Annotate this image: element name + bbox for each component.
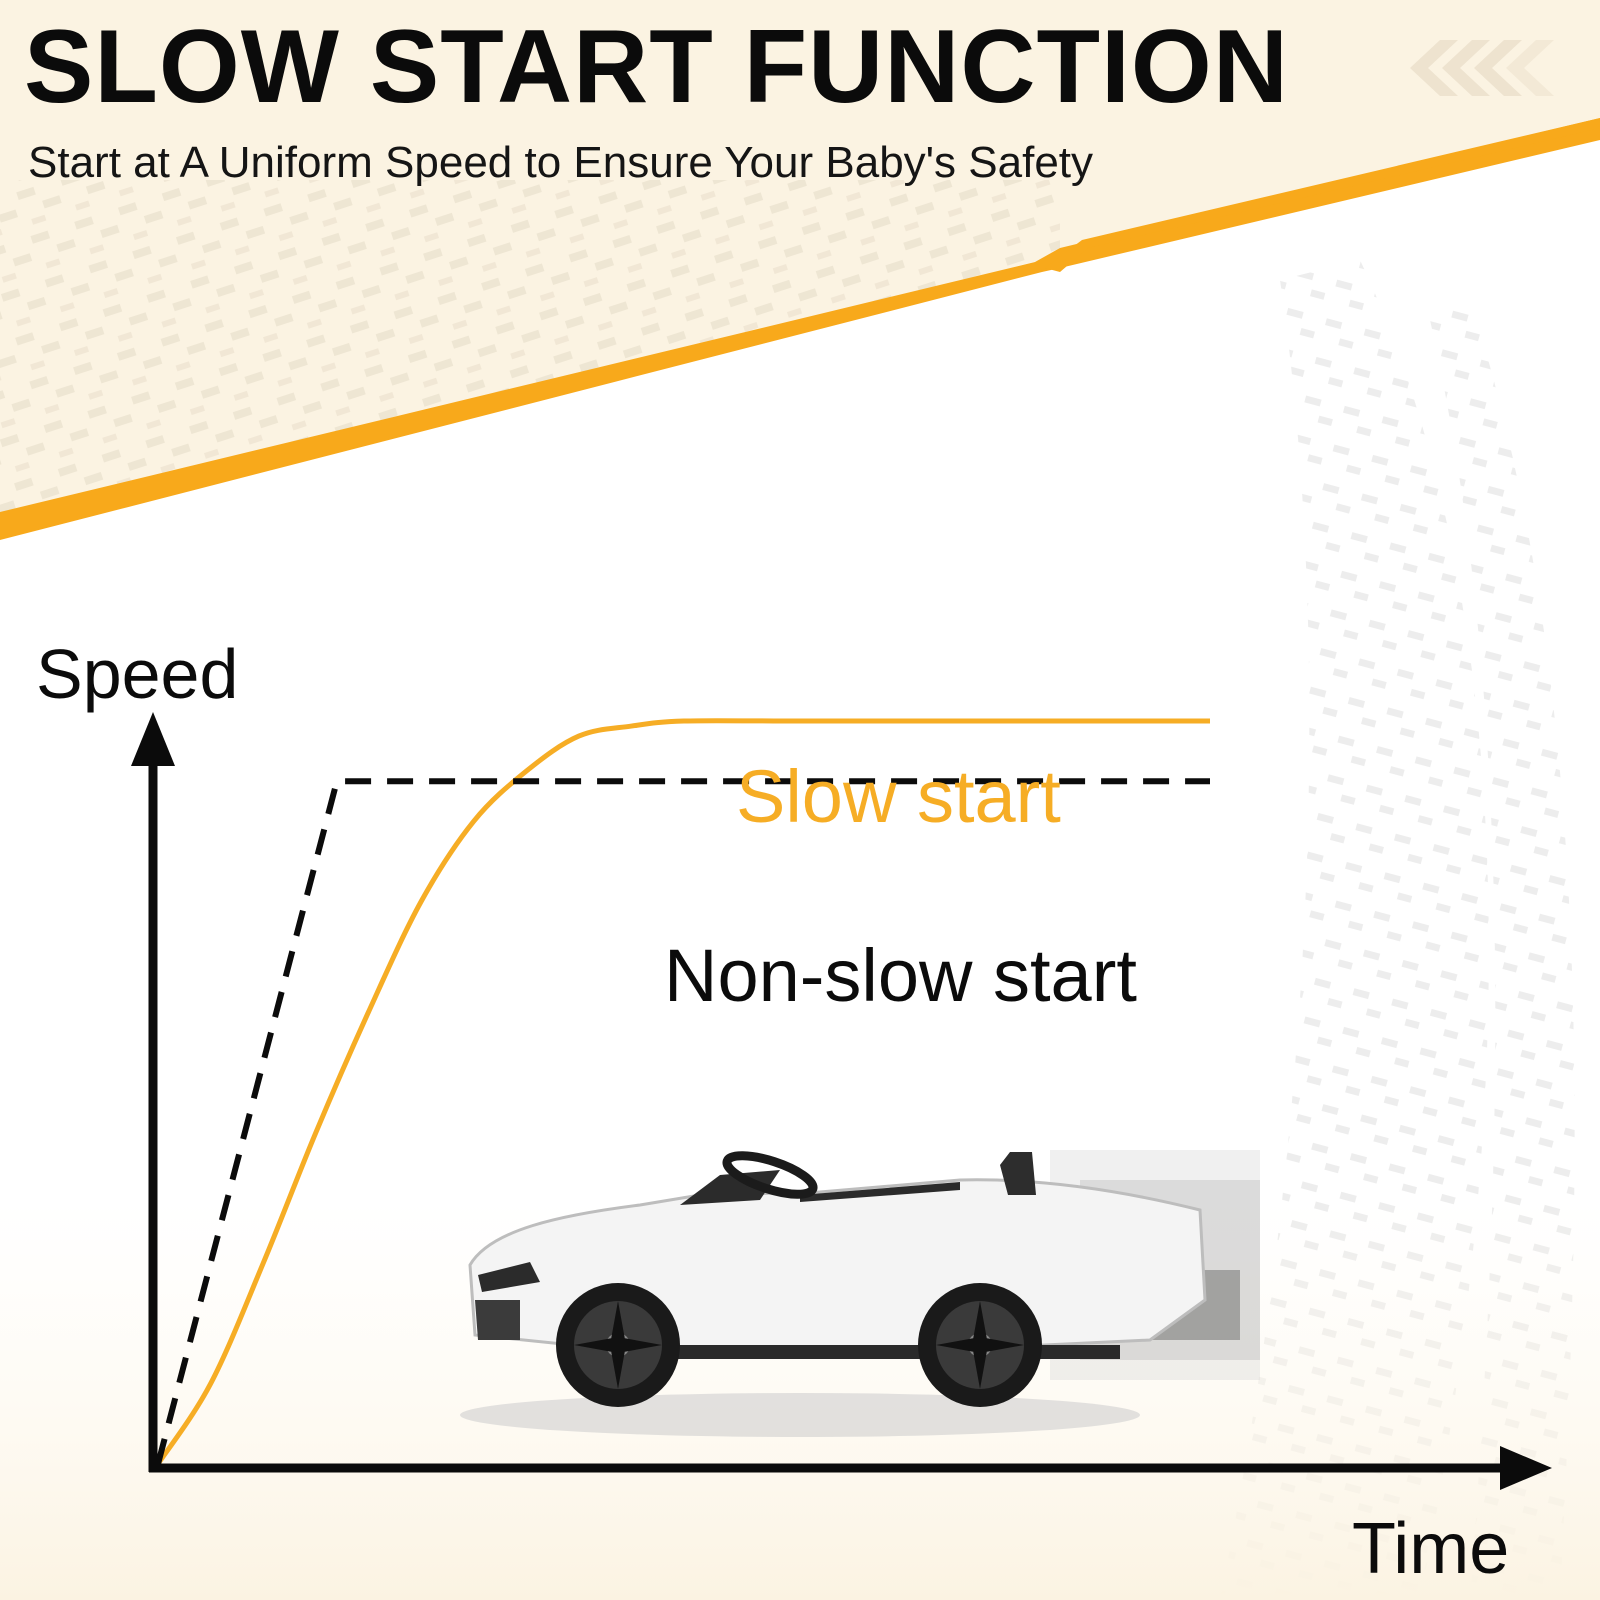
- orange-band: [0, 118, 1600, 540]
- x-axis-arrow: [1500, 1446, 1552, 1490]
- orange-band-upper: [1045, 118, 1600, 272]
- series-line-non-slow-start: [155, 778, 1210, 1465]
- series-line-slow-start: [155, 718, 1210, 1466]
- page-subtitle: Start at A Uniform Speed to Ensure Your …: [28, 138, 1094, 187]
- y-axis-label: Speed: [36, 635, 238, 713]
- series-label-non-slow-start: Non-slow start: [664, 934, 1137, 1017]
- car-image: [460, 1150, 1260, 1437]
- series-label-slow-start: Slow start: [736, 755, 1061, 838]
- tread-pattern: [0, 180, 1060, 525]
- series-layer: [155, 718, 1210, 1466]
- page-title: SLOW START FUNCTION: [24, 9, 1289, 125]
- chevrons-left-icon: [1410, 40, 1554, 96]
- y-axis-arrow: [131, 712, 175, 766]
- x-axis-label: Time: [1352, 1509, 1509, 1589]
